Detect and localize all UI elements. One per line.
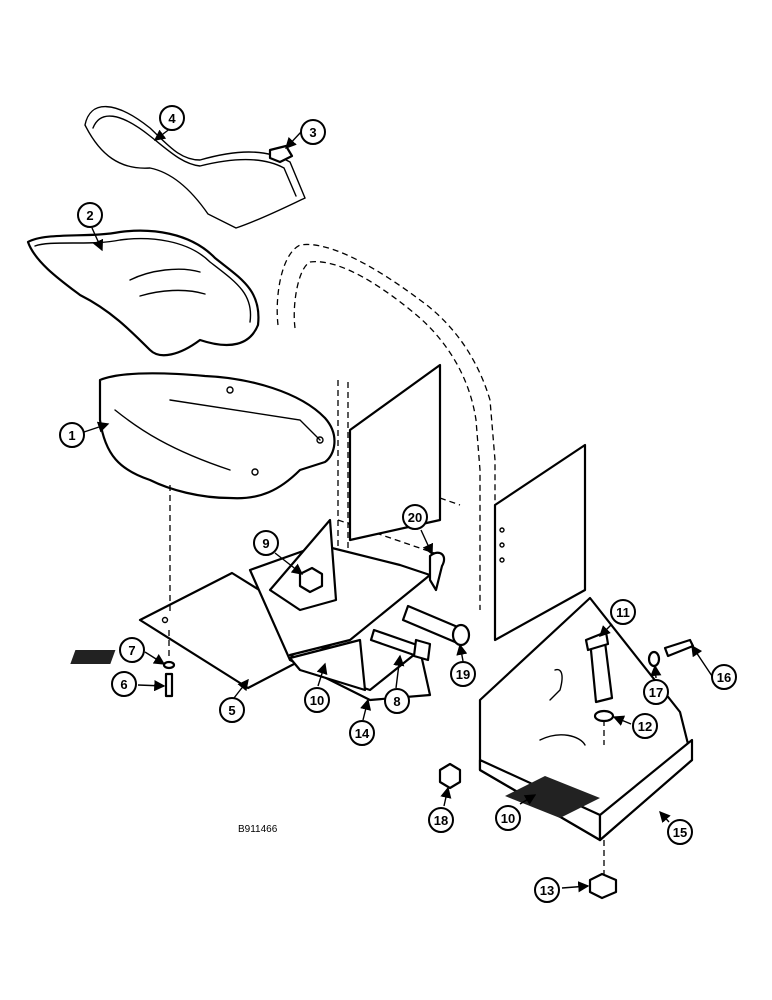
callout-12: 12 [632, 713, 658, 739]
svg-text:20: 20 [408, 510, 422, 525]
callout-6: 6 [111, 671, 137, 697]
right-step-bracket [478, 596, 694, 842]
svg-text:3: 3 [309, 125, 316, 140]
callout-17: 17 [643, 679, 669, 705]
callout-13: 13 [534, 877, 560, 903]
washer-17 [647, 650, 661, 668]
callout-10-right: 10 [495, 805, 521, 831]
hair-pin-20 [428, 551, 446, 592]
washer-7 [162, 660, 176, 670]
leader-lines [83, 127, 713, 893]
svg-text:13: 13 [540, 883, 554, 898]
callout-8: 8 [384, 688, 410, 714]
seat-cover [26, 229, 260, 357]
svg-text:6: 6 [120, 677, 127, 692]
svg-text:10: 10 [310, 693, 324, 708]
callout-4: 4 [159, 105, 185, 131]
drawing-id: B911466 [238, 824, 278, 835]
svg-text:2: 2 [86, 208, 93, 223]
svg-text:9: 9 [262, 536, 269, 551]
callout-2: 2 [77, 202, 103, 228]
seat-pan [98, 372, 336, 500]
callout-11: 11 [610, 599, 636, 625]
callout-16: 16 [711, 664, 737, 690]
nut-13 [588, 872, 618, 900]
pin-19 [401, 604, 471, 647]
callout-9: 9 [253, 530, 279, 556]
svg-text:8: 8 [393, 694, 400, 709]
svg-text:16: 16 [717, 670, 731, 685]
callout-19: 19 [450, 661, 476, 687]
right-side-panel [348, 363, 587, 642]
svg-text:14: 14 [355, 726, 370, 741]
svg-text:7: 7 [128, 643, 135, 658]
svg-text:5: 5 [228, 703, 235, 718]
svg-text:15: 15 [673, 825, 687, 840]
screw-6 [164, 672, 174, 698]
seat-clip [268, 144, 294, 164]
nut-18 [438, 762, 462, 790]
callout-20: 20 [402, 504, 428, 530]
callout-7: 7 [119, 637, 145, 663]
handrail-phantom [276, 243, 496, 610]
svg-text:18: 18 [434, 813, 448, 828]
washer-12 [593, 709, 615, 723]
svg-text:1: 1 [68, 428, 75, 443]
callout-1: 1 [59, 422, 85, 448]
callout-15: 15 [667, 819, 693, 845]
svg-text:10: 10 [501, 811, 515, 826]
callout-3: 3 [300, 119, 326, 145]
svg-text:11: 11 [616, 605, 630, 620]
svg-text:19: 19 [456, 667, 470, 682]
callout-10: 10 [304, 687, 330, 713]
seat-spring-wire [84, 105, 306, 229]
bolt-8 [369, 628, 432, 662]
nut-9 [298, 566, 324, 594]
svg-text:12: 12 [638, 719, 652, 734]
callout-5: 5 [219, 697, 245, 723]
bolt-16 [663, 638, 695, 658]
svg-text:17: 17 [649, 685, 663, 700]
callout-14: 14 [349, 720, 375, 746]
callout-18: 18 [428, 807, 454, 833]
svg-text:4: 4 [168, 111, 176, 126]
